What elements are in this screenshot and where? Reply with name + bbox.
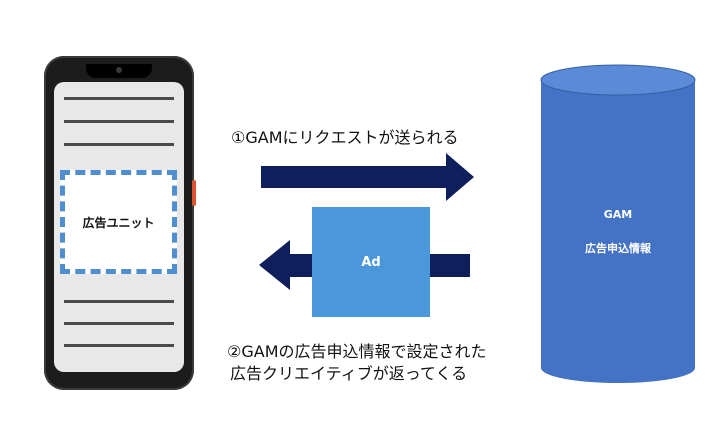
phone-camera xyxy=(116,67,122,73)
content-line xyxy=(64,322,174,325)
phone-side-button xyxy=(192,180,196,206)
content-line xyxy=(64,143,174,146)
request-arrow xyxy=(261,153,474,201)
content-line xyxy=(64,344,174,347)
ad-slot-label: 広告ユニット xyxy=(82,215,155,230)
content-line xyxy=(64,300,174,303)
response-label-line1: ②GAMの広告申込情報で設定された xyxy=(227,342,487,361)
content-line xyxy=(64,97,174,100)
content-line xyxy=(64,120,174,123)
ad-box-label: Ad xyxy=(361,254,381,270)
ad-slot: 広告ユニット xyxy=(60,170,177,274)
database-subtitle: 広告申込情報 xyxy=(585,242,651,255)
response-label-line2: 広告クリエイティブが返ってくる xyxy=(230,364,468,383)
request-label: ①GAMにリクエストが送られる xyxy=(231,128,459,147)
ad-creative-box: Ad xyxy=(312,207,430,317)
database-title: GAM xyxy=(603,208,633,221)
